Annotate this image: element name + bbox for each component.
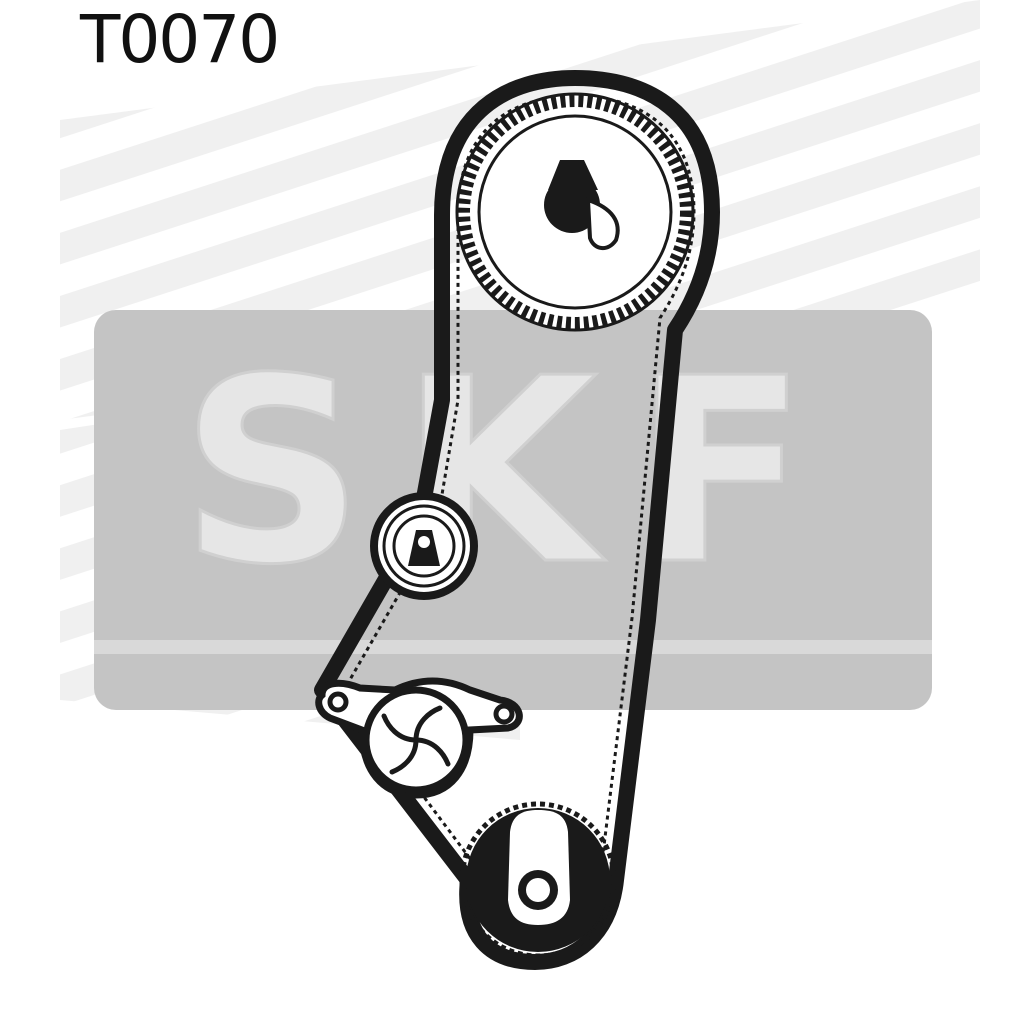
camshaft-pulley bbox=[455, 92, 695, 332]
part-code-title: T0070 bbox=[80, 1, 280, 78]
water-pump bbox=[315, 677, 523, 799]
camshaft-hub-icon bbox=[544, 160, 620, 250]
tensioner-bolt-icon bbox=[408, 530, 440, 566]
tensioner-pulley bbox=[370, 492, 478, 600]
skf-logo: SKF bbox=[94, 310, 932, 710]
logo-panel bbox=[94, 310, 932, 710]
impeller-icon bbox=[381, 705, 451, 775]
timing-belt bbox=[314, 70, 720, 970]
crankshaft-pulley bbox=[459, 801, 617, 959]
logo-text: SKF bbox=[180, 324, 843, 621]
